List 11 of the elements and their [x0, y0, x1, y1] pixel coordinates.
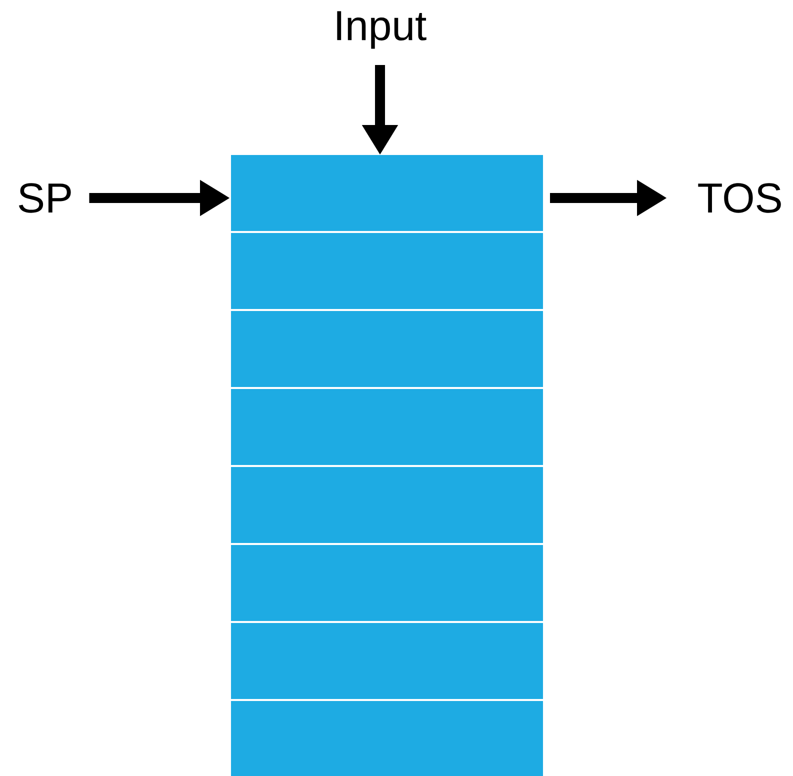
stack-cell	[231, 467, 543, 543]
node-label: TOS	[698, 183, 781, 213]
stack-cell	[231, 233, 543, 309]
stack-cell	[231, 389, 543, 465]
node-label: SP	[18, 183, 71, 213]
stack-cell	[231, 701, 543, 776]
stack-cell	[231, 623, 543, 699]
node-label: Input	[337, 11, 426, 49]
stack-cell	[231, 311, 543, 387]
stack-cell	[231, 155, 543, 231]
stack-cell	[231, 545, 543, 621]
